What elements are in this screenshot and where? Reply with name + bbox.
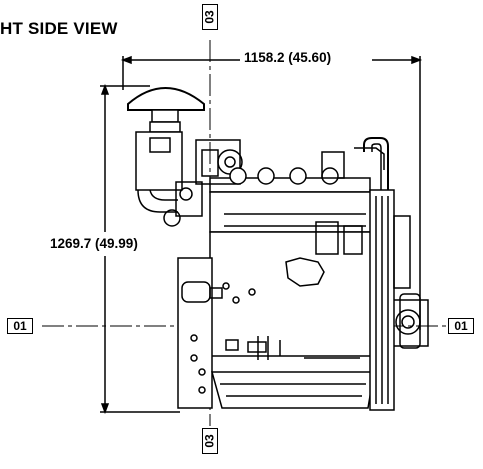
engine-block (209, 191, 379, 360)
flywheel-housing (177, 257, 223, 409)
valve-cover (209, 147, 385, 193)
radiator-front (369, 189, 429, 411)
intake-assembly (135, 131, 203, 227)
datum-tag-left: 01 (7, 318, 33, 334)
height-dimension-line (100, 83, 180, 415)
length-dimension-line (120, 55, 423, 330)
datum-tag-top: 03 (202, 4, 218, 30)
overall-height-label: 1269.7 (49.99) (48, 236, 140, 251)
datum-tag-bottom: 03 (202, 428, 218, 454)
datum-tag-right: 01 (448, 318, 474, 334)
air-cleaner (127, 87, 205, 133)
upper-hose (363, 137, 389, 190)
view-title: HT SIDE VIEW (0, 19, 118, 38)
overall-length-label: 1158.2 (45.60) (240, 50, 336, 65)
oil-pan (211, 371, 375, 409)
